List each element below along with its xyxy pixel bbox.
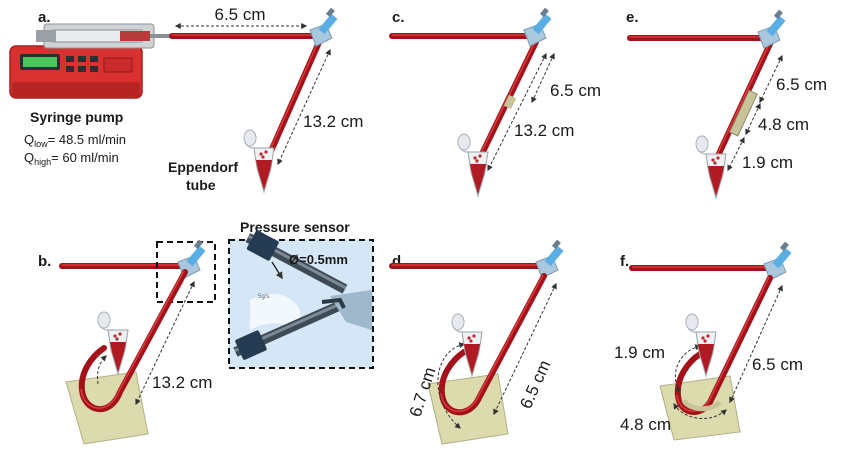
tube-bent-b — [78, 269, 188, 413]
sensor-diameter: Ø=0.5mm — [289, 252, 348, 267]
measure-e-upper: 6.5 cm — [776, 75, 827, 94]
connector-icon — [523, 7, 552, 47]
zoom-box — [156, 241, 216, 303]
tube-diagonal-e — [713, 41, 773, 163]
panel-label-e: e. — [626, 9, 639, 26]
panel-label-c: c. — [392, 9, 405, 26]
measure-b-diagonal: 13.2 cm — [152, 373, 212, 392]
syringe-pump-device — [9, 23, 172, 99]
connector-icon — [763, 241, 792, 281]
sensor-mini-label: 5g/s — [258, 294, 269, 300]
panel-c: c. 6.5 cm 13.2 cm — [389, 7, 601, 197]
eppendorf-label-line2: tube — [186, 177, 216, 193]
panel-label-f: f. — [620, 253, 629, 270]
eppendorf-label-line1: Eppendorf — [168, 159, 238, 175]
connector-icon — [309, 7, 338, 47]
measure-d-right: 6.5 cm — [516, 357, 554, 411]
eppendorf-tube-icon — [451, 313, 483, 377]
panel-e: e. 6.5 cm 4.8 cm 1.9 cm — [626, 9, 827, 199]
panel-b: b. 13.2 cm Pressure sensor — [38, 219, 374, 445]
tube-bent-d — [438, 273, 547, 416]
measure-f-left: 1.9 cm — [614, 343, 665, 362]
eppendorf-tube-icon — [97, 311, 129, 375]
flow-rate-low: Qlow= 48.5 ml/min — [24, 132, 126, 149]
flow-rate-high: Qhigh= 60 ml/min — [24, 150, 119, 167]
pump-title: Syringe pump — [30, 109, 123, 125]
tube-diagonal-a — [265, 37, 323, 161]
panel-label-a: a. — [38, 9, 51, 26]
pressure-sensor-inset: Pressure sensor 5g/s Ø=0.5mm — [228, 219, 374, 369]
connector-icon — [757, 9, 786, 49]
panel-label-b: b. — [38, 253, 51, 270]
measure-c-lower: 13.2 cm — [514, 121, 574, 140]
panel-f: f. 1.9 cm 6.5 cm 4.8 cm — [614, 241, 803, 441]
measure-e-lower: 1.9 cm — [742, 153, 793, 172]
measure-a-horizontal: 6.5 cm — [214, 5, 265, 24]
sensor-title: Pressure sensor — [240, 219, 350, 235]
measure-e-middle: 4.8 cm — [758, 115, 809, 134]
measure-a-diagonal: 13.2 cm — [303, 112, 363, 131]
measure-c-upper: 6.5 cm — [550, 81, 601, 100]
measure-f-bottom: 4.8 cm — [620, 415, 671, 434]
panel-d: d. 6.7 cm 6.5 cm — [389, 239, 564, 445]
eppendorf-tube-icon — [243, 129, 275, 193]
panel-a: a. 6.5 cm 13.2 cm Syr — [9, 5, 363, 193]
connector-icon — [535, 239, 564, 279]
measure-f-right: 6.5 cm — [752, 355, 803, 374]
eppendorf-tube-icon — [457, 133, 489, 197]
